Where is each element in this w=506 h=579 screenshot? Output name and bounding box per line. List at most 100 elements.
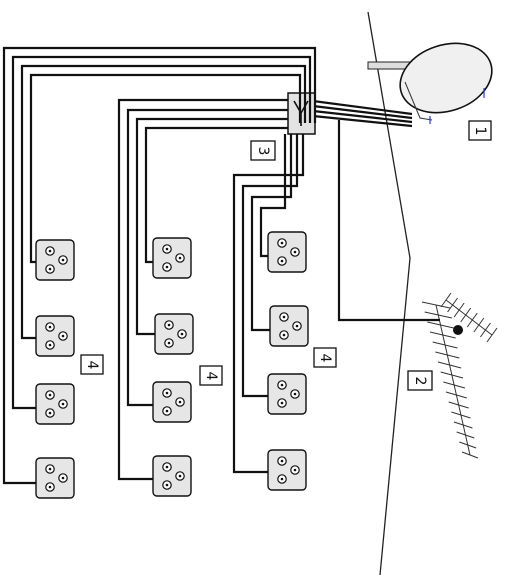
antenna-element: [466, 312, 478, 328]
outlet-socket-pin: [280, 383, 284, 387]
tv-outlet: [35, 457, 75, 499]
outlet-socket-pin: [293, 250, 297, 254]
label-outlets-group-b: 4: [199, 365, 223, 386]
antenna-element: [437, 361, 462, 369]
outlet-socket-pin: [48, 411, 52, 415]
antenna-element: [445, 391, 467, 399]
outlet-faceplate: [154, 313, 194, 355]
coax-cable: [241, 134, 299, 398]
outlet-socket-pin: [61, 258, 65, 262]
outlet-faceplate: [267, 373, 307, 415]
outlet-faceplate: [35, 239, 75, 281]
tv-outlet: [267, 231, 307, 273]
outlet-faceplate: [35, 383, 75, 425]
tv-outlet: [152, 381, 192, 423]
antenna-element: [453, 421, 473, 429]
outlet-socket-pin: [165, 265, 169, 269]
terrestrial-antenna: [421, 292, 498, 459]
antenna-element: [451, 411, 471, 419]
label-outlets-group-c-text: 4: [317, 354, 333, 363]
dish-feed-cables: [312, 99, 413, 128]
satellite-dish: [367, 42, 493, 124]
outlet-socket-pin: [282, 315, 286, 319]
terrestrial-cable: [337, 120, 440, 322]
outlet-socket-pin: [48, 343, 52, 347]
outlet-faceplate: [35, 315, 75, 357]
outlet-socket-pin: [167, 341, 171, 345]
outlet-socket-pin: [280, 459, 284, 463]
outlet-socket-pin: [280, 401, 284, 405]
outlet-socket-pin: [165, 465, 169, 469]
label-multiswitch-text: 3: [255, 147, 271, 156]
outlet-socket-pin: [48, 467, 52, 471]
outlet-socket-pin: [165, 391, 169, 395]
label-dish: 1: [468, 120, 492, 141]
label-multiswitch: 3: [250, 140, 276, 161]
outlet-socket-pin: [61, 402, 65, 406]
outlet-socket-pin: [178, 400, 182, 404]
outlet-faceplate: [152, 381, 192, 423]
label-terrestrial-antenna-text: 2: [412, 377, 428, 386]
tv-outlet: [152, 455, 192, 497]
antenna-element: [453, 302, 465, 318]
antenna-element: [456, 431, 475, 439]
outlet-faceplate: [267, 231, 307, 273]
dish-feed-arm: [404, 81, 433, 121]
outlet-socket-pin: [165, 247, 169, 251]
outlet-faceplate: [267, 449, 307, 491]
label-terrestrial-antenna: 2: [407, 370, 433, 391]
coax-cable: [2, 46, 317, 485]
tv-outlet: [267, 373, 307, 415]
outlet-faceplate: [35, 457, 75, 499]
coax-cable: [20, 64, 307, 340]
tv-outlet: [152, 237, 192, 279]
outlet-socket-pin: [48, 325, 52, 329]
antenna-element: [432, 341, 458, 349]
outlet-socket-pin: [293, 392, 297, 396]
coax-cable: [259, 134, 287, 258]
outlet-faceplate: [269, 305, 309, 347]
outlet-socket-pin: [165, 483, 169, 487]
outlet-socket-pin: [165, 409, 169, 413]
outlet-faceplate: [152, 455, 192, 497]
antenna-boom-upper: [445, 299, 493, 336]
coax-cable: [117, 98, 288, 481]
tv-outlet: [267, 449, 307, 491]
coax-cable: [144, 126, 288, 264]
antenna-element: [447, 297, 458, 313]
outlet-socket-pin: [282, 333, 286, 337]
outlet-socket-pin: [48, 485, 52, 489]
tv-outlet: [35, 383, 75, 425]
outlet-socket-pin: [167, 323, 171, 327]
coax-cable: [11, 55, 312, 410]
outlet-socket-pin: [48, 267, 52, 271]
antenna-element: [440, 292, 452, 308]
tv-outlet: [154, 313, 194, 355]
outlet-socket-pin: [48, 249, 52, 253]
antenna-element: [480, 322, 491, 338]
coax-cable: [232, 134, 305, 474]
outlet-socket-pin: [295, 324, 299, 328]
outlet-faceplate: [152, 237, 192, 279]
outlet-socket-pin: [61, 476, 65, 480]
antenna-element: [460, 307, 472, 323]
coax-cable: [29, 73, 302, 264]
tv-outlets: [35, 231, 309, 499]
coax-cable: [250, 134, 293, 332]
tv-outlet: [35, 239, 75, 281]
label-dish-text: 1: [472, 127, 488, 136]
antenna-element: [448, 401, 469, 409]
antenna-element: [443, 381, 466, 389]
label-outlets-group-a: 4: [80, 354, 104, 375]
outlet-socket-pin: [61, 334, 65, 338]
tv-outlet: [269, 305, 309, 347]
output-cables: [2, 46, 317, 485]
antenna-element: [424, 311, 452, 319]
antenna-boom: [435, 304, 471, 456]
coax-cable: [135, 117, 288, 336]
antenna-element: [461, 451, 479, 459]
coax-cable: [126, 108, 288, 407]
dish-reflector: [399, 42, 493, 114]
label-outlets-group-c: 4: [313, 347, 337, 368]
